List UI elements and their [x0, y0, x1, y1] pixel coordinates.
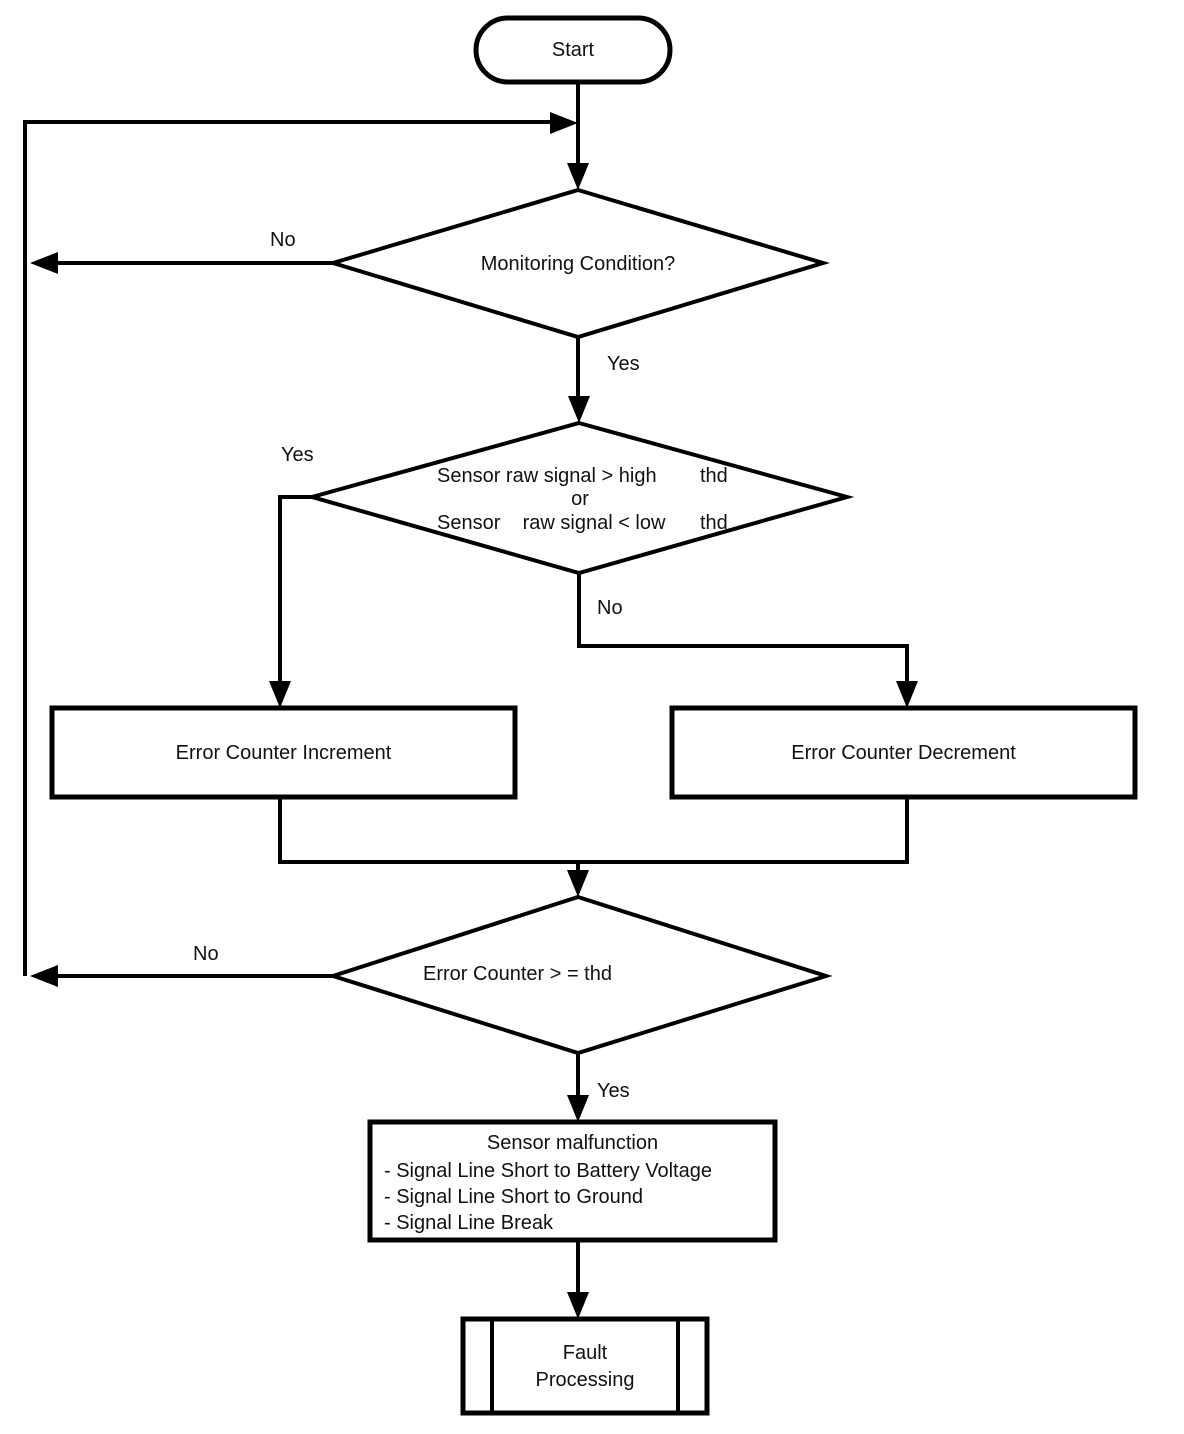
arrowhead-into-increment-icon — [269, 681, 291, 708]
threshold-decision-line1-thd: thd — [700, 465, 728, 487]
fault-process-label: Fault Processing — [492, 1340, 678, 1394]
edge-label-counter-yes: Yes — [597, 1080, 630, 1102]
threshold-decision-line3-thd: thd — [700, 512, 728, 534]
arrowhead-right-into-main-icon — [550, 112, 578, 134]
malfunction-title: Sensor malfunction — [486, 1132, 659, 1154]
arrowhead-into-threshold-icon — [568, 396, 590, 423]
edge-label-monitoring-no: No — [270, 229, 296, 251]
malfunction-item: - Signal Line Break — [384, 1212, 553, 1234]
arrowhead-into-fault-icon — [567, 1292, 589, 1319]
threshold-decision-or: or — [571, 488, 589, 510]
start-node-label: Start — [551, 39, 595, 61]
arrowhead-into-malfunction-icon — [567, 1095, 589, 1122]
edge-label-threshold-no: No — [597, 597, 623, 619]
increment-process-shape — [49, 705, 518, 800]
arrowhead-into-monitoring-icon — [567, 163, 589, 190]
fault-process-line1: Fault — [562, 1342, 608, 1364]
edge-label-monitoring-yes: Yes — [607, 353, 640, 375]
arrowhead-counter-no-icon — [30, 965, 58, 987]
fault-predefined-process-shape — [460, 1316, 710, 1416]
threshold-decision-shape — [304, 420, 855, 576]
edge-label-counter-no: No — [193, 943, 219, 965]
increment-process-label: Error Counter Increment — [175, 742, 392, 764]
monitoring-decision-shape — [326, 187, 830, 340]
edge-threshold-yes — [278, 495, 312, 684]
malfunction-process-shape — [367, 1119, 778, 1243]
monitoring-decision-label: Monitoring Condition? — [480, 253, 676, 275]
edge-label-threshold-yes: Yes — [281, 444, 314, 466]
threshold-decision-line3: Sensor raw signal < low — [437, 512, 666, 534]
arrowhead-monitoring-no-icon — [30, 252, 58, 274]
malfunction-item-list: - Signal Line Short to Battery Voltage -… — [384, 1158, 712, 1236]
edge-threshold-no — [577, 573, 909, 684]
fault-process-line2: Processing — [535, 1369, 635, 1391]
threshold-decision-line1: Sensor raw signal > high — [437, 465, 657, 487]
arrowhead-into-decrement-icon — [896, 681, 918, 708]
arrowhead-into-counter-icon — [567, 870, 589, 897]
malfunction-item: - Signal Line Short to Ground — [384, 1186, 644, 1208]
start-node-shape — [473, 15, 673, 85]
decrement-process-label: Error Counter Decrement — [791, 742, 1016, 764]
counter-decision-shape — [326, 894, 833, 1056]
malfunction-item: - Signal Line Short to Battery Voltage — [384, 1160, 712, 1182]
decrement-process-shape — [669, 705, 1138, 800]
counter-decision-label: Error Counter > = thd — [423, 963, 612, 985]
